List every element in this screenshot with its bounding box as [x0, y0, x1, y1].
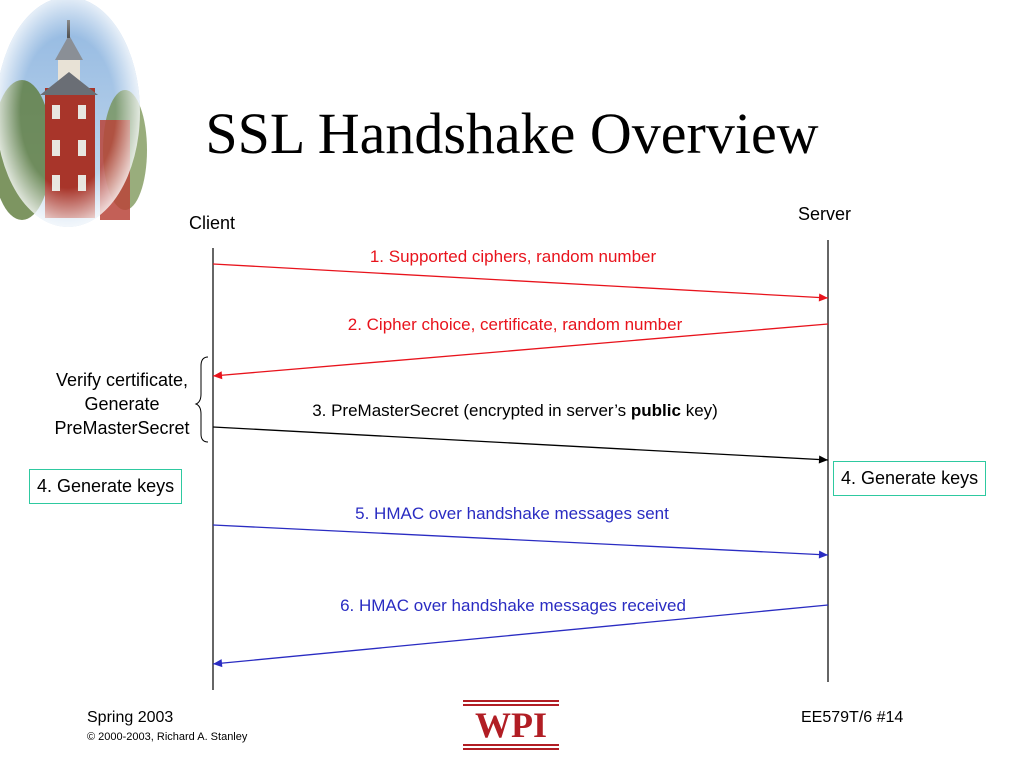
client-generate-keys-box: 4. Generate keys — [29, 469, 183, 504]
message-3-label: 3. PreMasterSecret (encrypted in server’… — [260, 401, 770, 421]
verify-brace — [194, 356, 209, 443]
footer-term: Spring 2003 — [87, 709, 174, 726]
verify-line-3: PreMasterSecret — [54, 418, 190, 438]
message-1-arrow-head — [818, 293, 828, 302]
message-6-arrow — [212, 604, 829, 668]
message-2-arrow-head — [213, 371, 223, 380]
verify-line-2: Generate — [84, 394, 160, 414]
verify-line-1: Verify certificate, — [55, 370, 189, 390]
message-6-arrow-head — [213, 659, 223, 668]
server-generate-keys-box: 4. Generate keys — [833, 461, 987, 496]
message-3-arrow-head — [818, 455, 828, 464]
message-5-arrow — [212, 524, 829, 559]
server-label: Server — [798, 204, 852, 224]
message-5-arrow-head — [818, 550, 828, 559]
message-2-arrow — [212, 323, 829, 380]
wpi-logo: WPI — [463, 700, 559, 750]
building-photo — [0, 0, 147, 227]
message-2-label: 2. Cipher choice, certificate, random nu… — [347, 315, 683, 334]
footer-course-slide: EE579T/6 #14 — [801, 709, 904, 726]
verify-block: Verify certificate, Generate PreMasterSe… — [48, 368, 196, 440]
message-5-label: 5. HMAC over handshake messages sent — [355, 504, 669, 523]
message-3-post: key) — [680, 401, 718, 420]
message-6-label: 6. HMAC over handshake messages received — [340, 596, 686, 615]
message-3-pre: 3. PreMasterSecret (encrypted in server’… — [312, 401, 631, 420]
footer-copyright: © 2000-2003, Richard A. Stanley — [87, 731, 248, 743]
page-title: SSL Handshake Overview — [205, 101, 819, 166]
wpi-logo-text: WPI — [475, 705, 547, 745]
message-1-label: 1. Supported ciphers, random number — [369, 247, 657, 266]
client-label: Client — [189, 213, 236, 233]
message-3-bold: public — [630, 401, 681, 420]
message-1-arrow — [212, 263, 829, 302]
message-3-arrow — [212, 426, 829, 464]
